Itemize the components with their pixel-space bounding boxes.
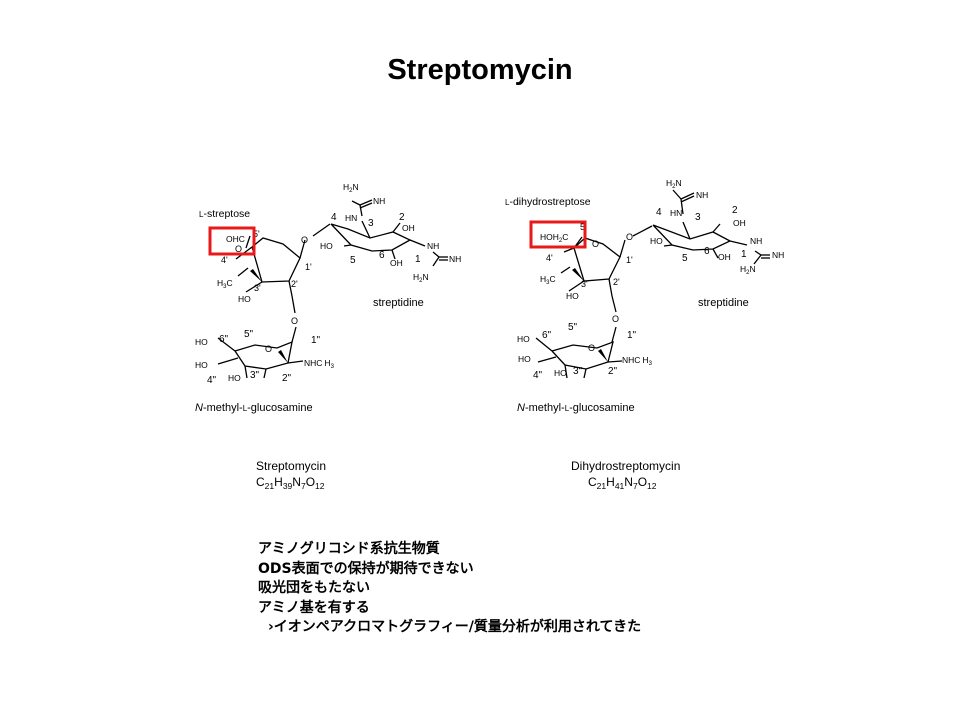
svg-text:HO: HO	[518, 354, 531, 364]
svg-text:1": 1"	[627, 330, 637, 341]
slide-title: Streptomycin	[387, 54, 573, 86]
svg-text:2: 2	[732, 205, 738, 216]
svg-text:2': 2'	[613, 277, 620, 287]
svg-text:3: 3	[695, 212, 701, 223]
notes-list: アミノグリコシド系抗生物質 ODS表面での保持が期待できない 吸光団をもたない …	[258, 540, 641, 638]
svg-text:OHC: OHC	[226, 234, 245, 244]
svg-text:2': 2'	[291, 279, 298, 289]
svg-text:6: 6	[379, 250, 385, 261]
svg-text:L-dihydrostreptose: L-dihydrostreptose	[505, 196, 591, 208]
svg-text:O: O	[588, 343, 595, 353]
svg-text:streptidine: streptidine	[373, 297, 424, 309]
svg-text:3": 3"	[573, 366, 583, 377]
svg-text:4": 4"	[207, 375, 217, 386]
svg-text:O: O	[265, 344, 272, 354]
svg-text:NH: NH	[449, 254, 461, 264]
svg-text:4: 4	[656, 207, 662, 218]
svg-text:NH: NH	[750, 236, 762, 246]
svg-text:NH: NH	[772, 250, 784, 260]
svg-text:H3C: H3C	[540, 274, 556, 286]
svg-text:NH: NH	[427, 241, 439, 251]
svg-text:OH: OH	[733, 218, 746, 228]
bullet-icon: ›	[268, 619, 274, 635]
svg-text:HN: HN	[345, 213, 357, 223]
svg-text:H2N: H2N	[740, 264, 756, 276]
svg-text:N-methyl-L-glucosamine: N-methyl-L-glucosamine	[517, 402, 635, 414]
svg-text:1': 1'	[626, 255, 633, 265]
svg-text:HO: HO	[320, 241, 333, 251]
svg-text:streptidine: streptidine	[698, 297, 749, 309]
note-sub-line: ›イオンペアクロマトグラフィー/質量分析が利用されてきた	[258, 618, 641, 638]
svg-text:5: 5	[682, 253, 688, 264]
svg-text:C21H41N7O12: C21H41N7O12	[588, 475, 657, 491]
svg-text:O: O	[301, 235, 308, 245]
svg-text:H2N: H2N	[666, 178, 682, 190]
svg-text:5": 5"	[568, 322, 578, 333]
svg-text:OH: OH	[718, 252, 731, 262]
svg-text:1: 1	[415, 254, 421, 265]
svg-text:1: 1	[741, 249, 747, 260]
svg-text:H2N: H2N	[343, 182, 359, 194]
svg-text:OH: OH	[390, 258, 403, 268]
svg-text:4: 4	[331, 212, 337, 223]
svg-text:6": 6"	[219, 334, 229, 345]
svg-text:HO: HO	[650, 236, 663, 246]
svg-text:HO: HO	[228, 373, 241, 383]
svg-text:O: O	[235, 244, 242, 254]
svg-text:3': 3'	[254, 283, 261, 293]
svg-text:4': 4'	[221, 255, 228, 265]
svg-text:HO: HO	[566, 291, 579, 301]
aldehyde-highlight-box	[208, 226, 256, 256]
svg-text:3": 3"	[250, 370, 260, 381]
note-line: アミノ基を有する	[258, 599, 370, 616]
svg-text:3': 3'	[581, 279, 588, 289]
svg-text:Streptomycin: Streptomycin	[256, 459, 326, 473]
svg-text:6": 6"	[542, 330, 552, 341]
svg-text:5: 5	[350, 255, 356, 266]
svg-text:HN: HN	[670, 208, 682, 218]
svg-text:L-streptose: L-streptose	[199, 208, 250, 220]
svg-text:HO: HO	[195, 337, 208, 347]
svg-text:1': 1'	[305, 262, 312, 272]
svg-text:Dihydrostreptomycin: Dihydrostreptomycin	[571, 459, 680, 473]
note-line: 吸光団をもたない	[258, 580, 370, 596]
alcohol-highlight-box	[529, 220, 587, 249]
svg-text:OH: OH	[402, 223, 415, 233]
svg-text:1": 1"	[311, 335, 321, 346]
svg-text:O: O	[612, 314, 619, 324]
svg-text:2: 2	[399, 212, 405, 223]
note-line: ODS表面での保持が期待できない	[258, 560, 474, 577]
svg-text:2": 2"	[608, 366, 618, 377]
svg-text:NH: NH	[373, 196, 385, 206]
svg-text:5': 5'	[253, 229, 260, 239]
svg-text:H2N: H2N	[413, 272, 429, 284]
svg-text:HO: HO	[554, 368, 567, 378]
svg-text:5": 5"	[244, 329, 254, 340]
note-sub-text: イオンペアクロマトグラフィー/質量分析が利用されてきた	[273, 619, 642, 635]
svg-text:H3C: H3C	[217, 278, 233, 290]
svg-text:NH: NH	[696, 190, 708, 200]
note-line: アミノグリコシド系抗生物質	[258, 541, 440, 557]
svg-text:HOH2C: HOH2C	[540, 232, 568, 244]
svg-text:2": 2"	[282, 373, 292, 384]
svg-text:4": 4"	[533, 370, 543, 381]
svg-text:O: O	[291, 316, 298, 326]
svg-text:HO: HO	[517, 334, 530, 344]
svg-text:C21H39N7O12: C21H39N7O12	[256, 475, 325, 491]
svg-text:O: O	[592, 239, 599, 249]
svg-text:O: O	[626, 232, 633, 242]
svg-text:HO: HO	[195, 360, 208, 370]
svg-text:HO: HO	[238, 294, 251, 304]
svg-text:6: 6	[704, 246, 710, 257]
svg-text:4': 4'	[546, 253, 553, 263]
svg-text:N-methyl-L-glucosamine: N-methyl-L-glucosamine	[195, 402, 313, 414]
svg-text:3: 3	[368, 218, 374, 229]
